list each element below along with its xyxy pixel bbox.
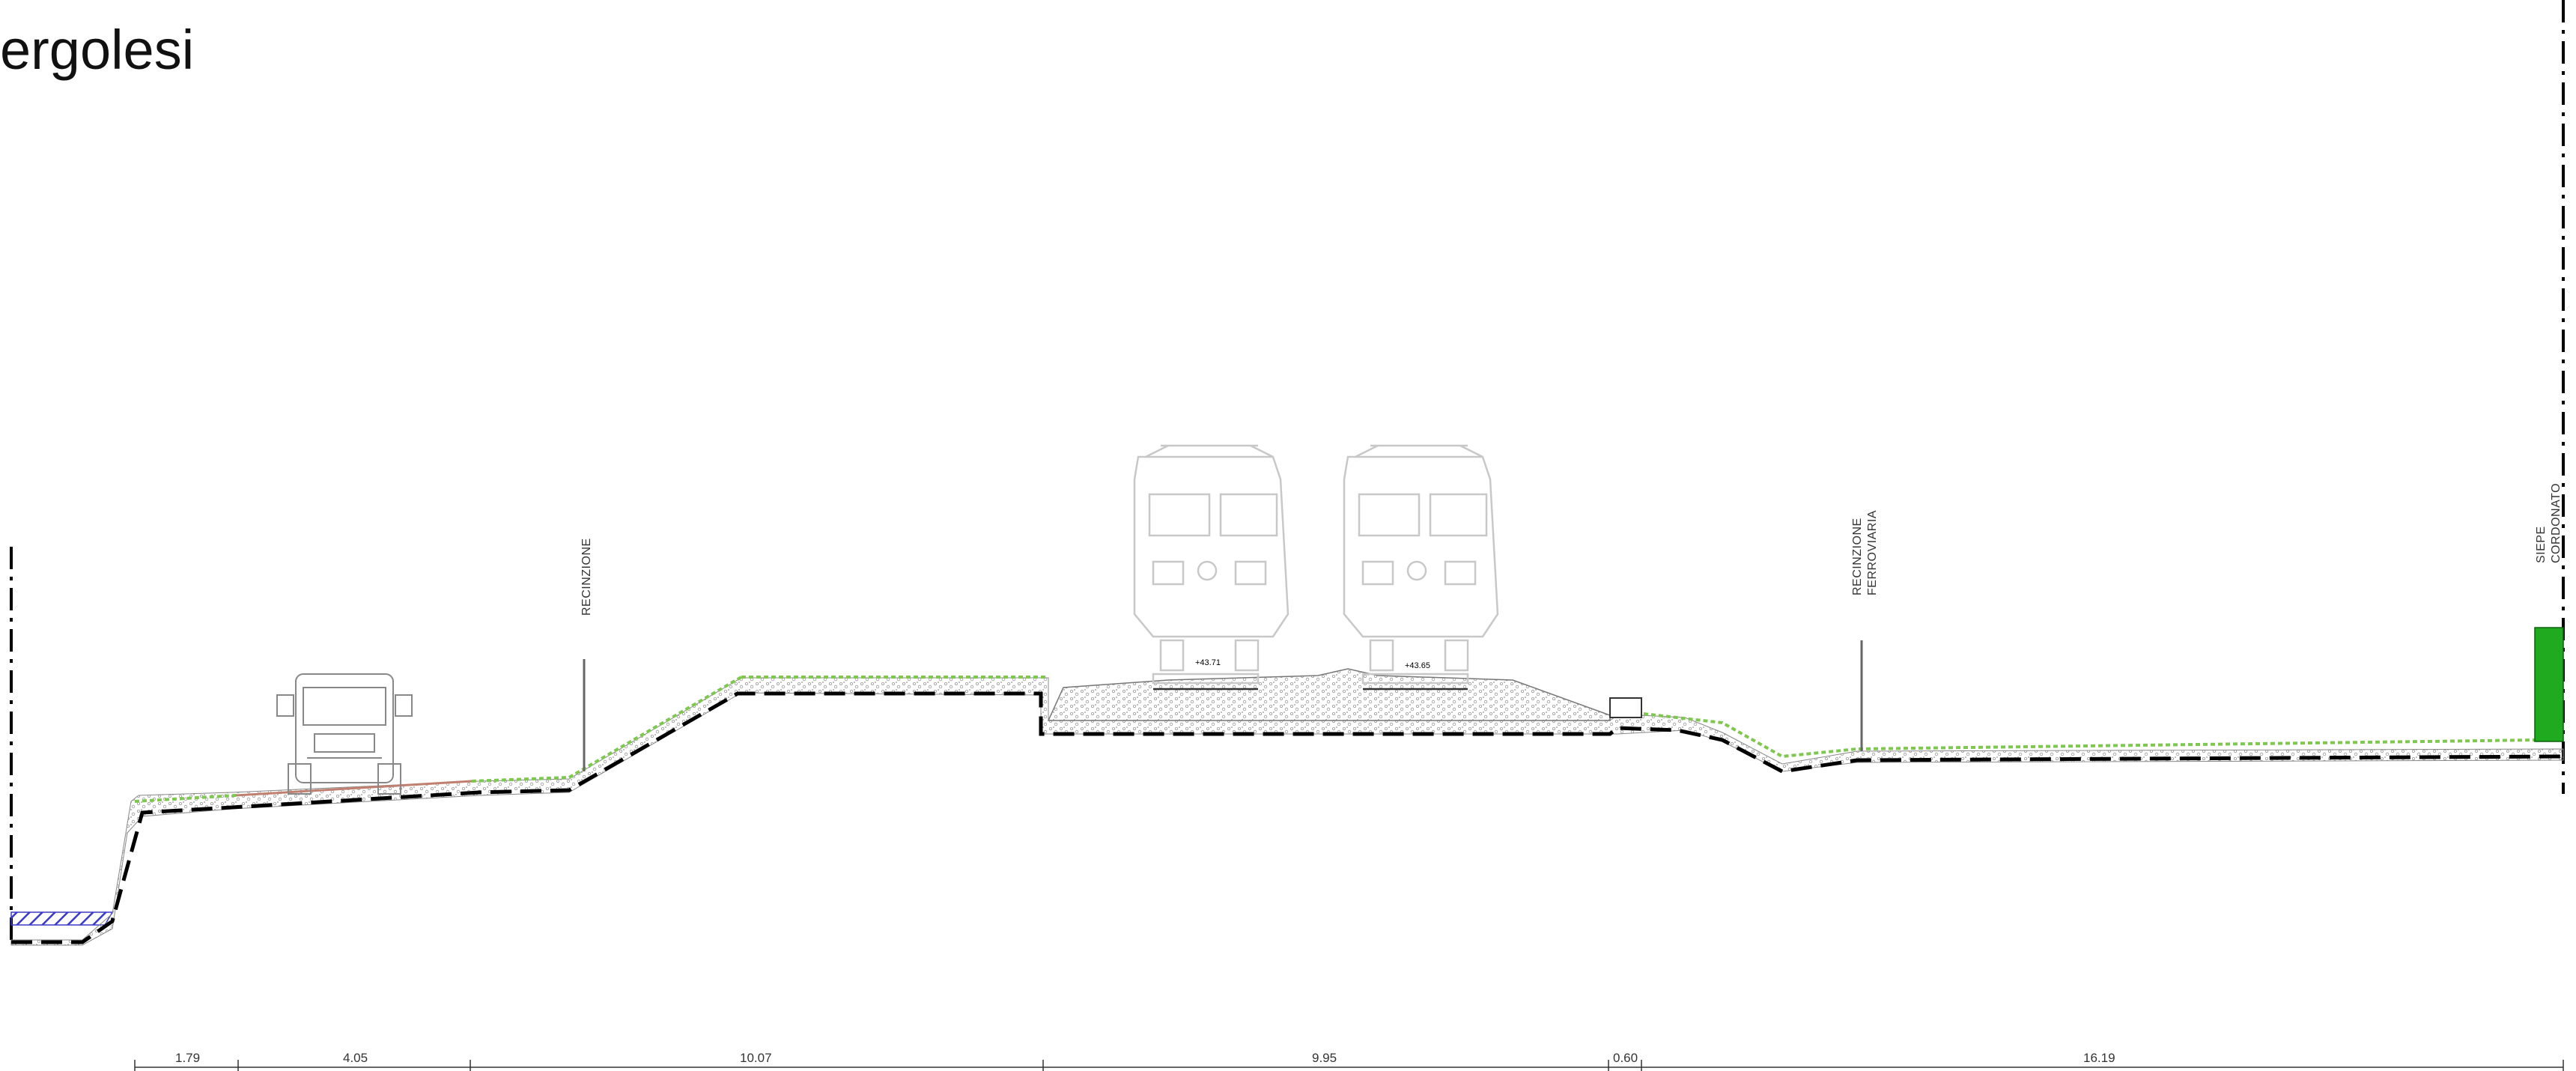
dimension-label: 9.95	[1312, 1051, 1337, 1065]
track-2-elevation: +43.65	[1405, 661, 1430, 670]
dimension-label: 10.07	[740, 1051, 772, 1065]
road-surface	[235, 780, 473, 797]
dimension-label: 4.05	[343, 1051, 368, 1065]
dimension-label: 16.19	[2083, 1051, 2115, 1065]
vehicle-outline	[276, 673, 413, 795]
rail-fence-label-line2: FERROVIARIA	[1866, 510, 1879, 595]
dimension-line	[134, 1060, 2564, 1071]
section-title: ergolesi	[0, 19, 195, 81]
dimension-label: 0.60	[1613, 1051, 1638, 1065]
hedge-label-line2: CORDONATO	[2550, 483, 2563, 563]
hedge-label-line1: SIEPE	[2535, 526, 2548, 563]
formation-line	[11, 691, 2564, 944]
ballast-bed	[1047, 668, 1611, 721]
rail-fence-label-line1: RECINZIONE	[1851, 518, 1864, 595]
train-1	[1133, 444, 1289, 691]
train-2	[1343, 444, 1499, 691]
grass-strips	[134, 676, 2539, 803]
track-1-elevation: +43.71	[1195, 658, 1221, 667]
hedge	[2534, 627, 2564, 742]
cable-trough	[1609, 697, 1642, 718]
fence-label: RECINZIONE	[580, 538, 593, 616]
water-channel	[10, 911, 114, 926]
dimension-label: 1.79	[175, 1051, 200, 1065]
